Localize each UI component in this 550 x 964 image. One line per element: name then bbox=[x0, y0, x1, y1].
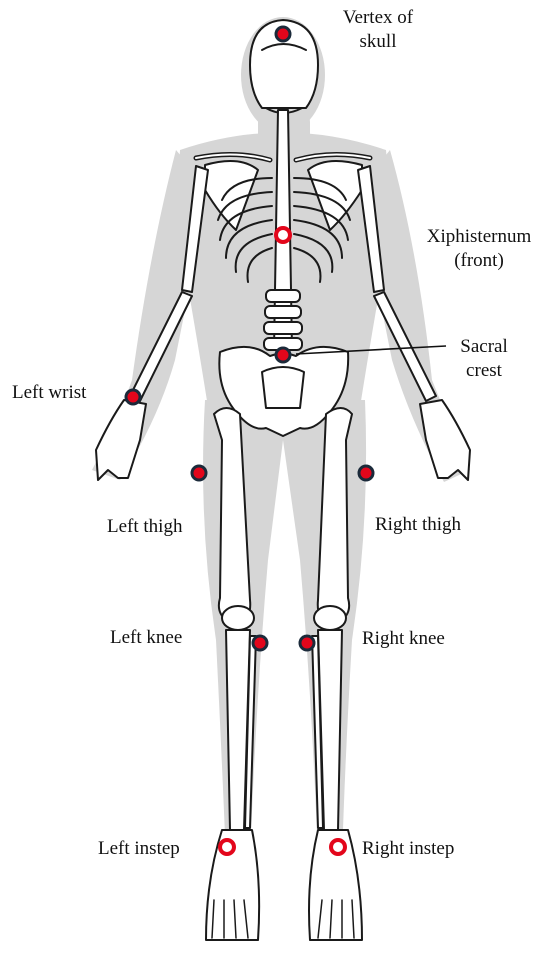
right-forearm bbox=[373, 291, 437, 402]
right-thigh-marker bbox=[357, 464, 375, 482]
sacral-label-line1: Sacral bbox=[460, 336, 508, 357]
xiphi-label-line2: (front) bbox=[454, 250, 504, 271]
vertex-of-skull-marker bbox=[274, 25, 292, 43]
left-thigh-label: Left thigh bbox=[107, 516, 183, 537]
markers bbox=[124, 25, 375, 856]
left-knee-marker bbox=[251, 634, 269, 652]
right-fibula bbox=[311, 635, 324, 829]
left-wrist-marker bbox=[124, 388, 142, 406]
right-knee-label: Right knee bbox=[362, 628, 445, 649]
sacral-crest-marker bbox=[274, 346, 292, 364]
right-thigh-label: Right thigh bbox=[375, 514, 462, 535]
left-instep-marker bbox=[218, 838, 236, 856]
xiphisternum-marker bbox=[274, 226, 292, 244]
left-hand bbox=[95, 399, 147, 481]
left-wrist-label: Left wrist bbox=[12, 382, 87, 403]
right-upper-arm bbox=[357, 165, 385, 293]
left-thigh-marker bbox=[190, 464, 208, 482]
left-upper-arm bbox=[181, 165, 209, 293]
right-foot bbox=[308, 829, 363, 941]
right-patella bbox=[313, 605, 347, 631]
sacral-crest-leader-line bbox=[295, 345, 447, 355]
left-scapula bbox=[204, 160, 259, 231]
right-knee-marker bbox=[298, 634, 316, 652]
lumbar-vertebrae bbox=[263, 289, 303, 351]
xiphisternum-label: Xiphisternum (front) bbox=[427, 225, 532, 273]
right-hand bbox=[419, 399, 471, 481]
vertex-label-line1: Vertex of bbox=[342, 7, 414, 28]
ribcage bbox=[217, 177, 351, 283]
xiphi-label-line1: Xiphisternum bbox=[426, 226, 532, 247]
sacral-label-line2: crest bbox=[466, 360, 502, 381]
vertex-label-line2: skull bbox=[359, 31, 397, 52]
vertex-of-skull-label: Vertex of skull bbox=[343, 6, 413, 54]
left-instep-label: Left instep bbox=[98, 838, 180, 859]
left-patella bbox=[221, 605, 255, 631]
left-fibula bbox=[244, 635, 257, 829]
sacral-crest-label: Sacral crest bbox=[460, 335, 507, 383]
right-instep-marker bbox=[329, 838, 347, 856]
left-knee-label: Left knee bbox=[110, 627, 183, 648]
right-instep-label: Right instep bbox=[362, 838, 455, 859]
skull bbox=[249, 19, 319, 109]
skeleton-bones bbox=[95, 19, 471, 941]
